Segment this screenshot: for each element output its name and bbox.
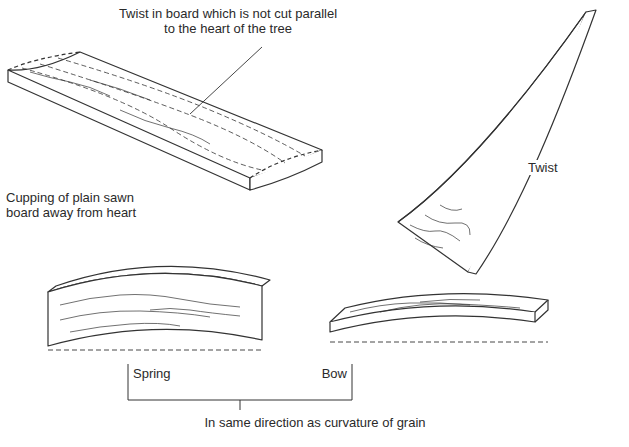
part-label: Bow xyxy=(287,366,347,381)
callout-label: Twist in board which is not cut parallel… xyxy=(118,6,338,36)
label-text: Cupping of plain sawn board away from he… xyxy=(6,190,136,220)
callout-label: Cupping of plain sawn board away from he… xyxy=(6,190,141,220)
label-text: In same direction as curvature of grain xyxy=(204,415,425,430)
spring-board xyxy=(48,266,270,350)
label-text: Spring xyxy=(133,366,171,381)
label-text: Twist in board which is not cut parallel… xyxy=(119,6,337,36)
bracket xyxy=(128,364,352,410)
note-label: In same direction as curvature of grain xyxy=(155,415,475,430)
bow-board xyxy=(330,294,548,342)
leader-line xyxy=(190,47,262,114)
cupped-board xyxy=(8,52,322,190)
part-label: Spring xyxy=(133,366,203,381)
label-text: Twist xyxy=(528,160,558,175)
twisted-board xyxy=(398,10,596,274)
label-text: Bow xyxy=(322,366,347,381)
part-label: Twist xyxy=(528,160,588,175)
